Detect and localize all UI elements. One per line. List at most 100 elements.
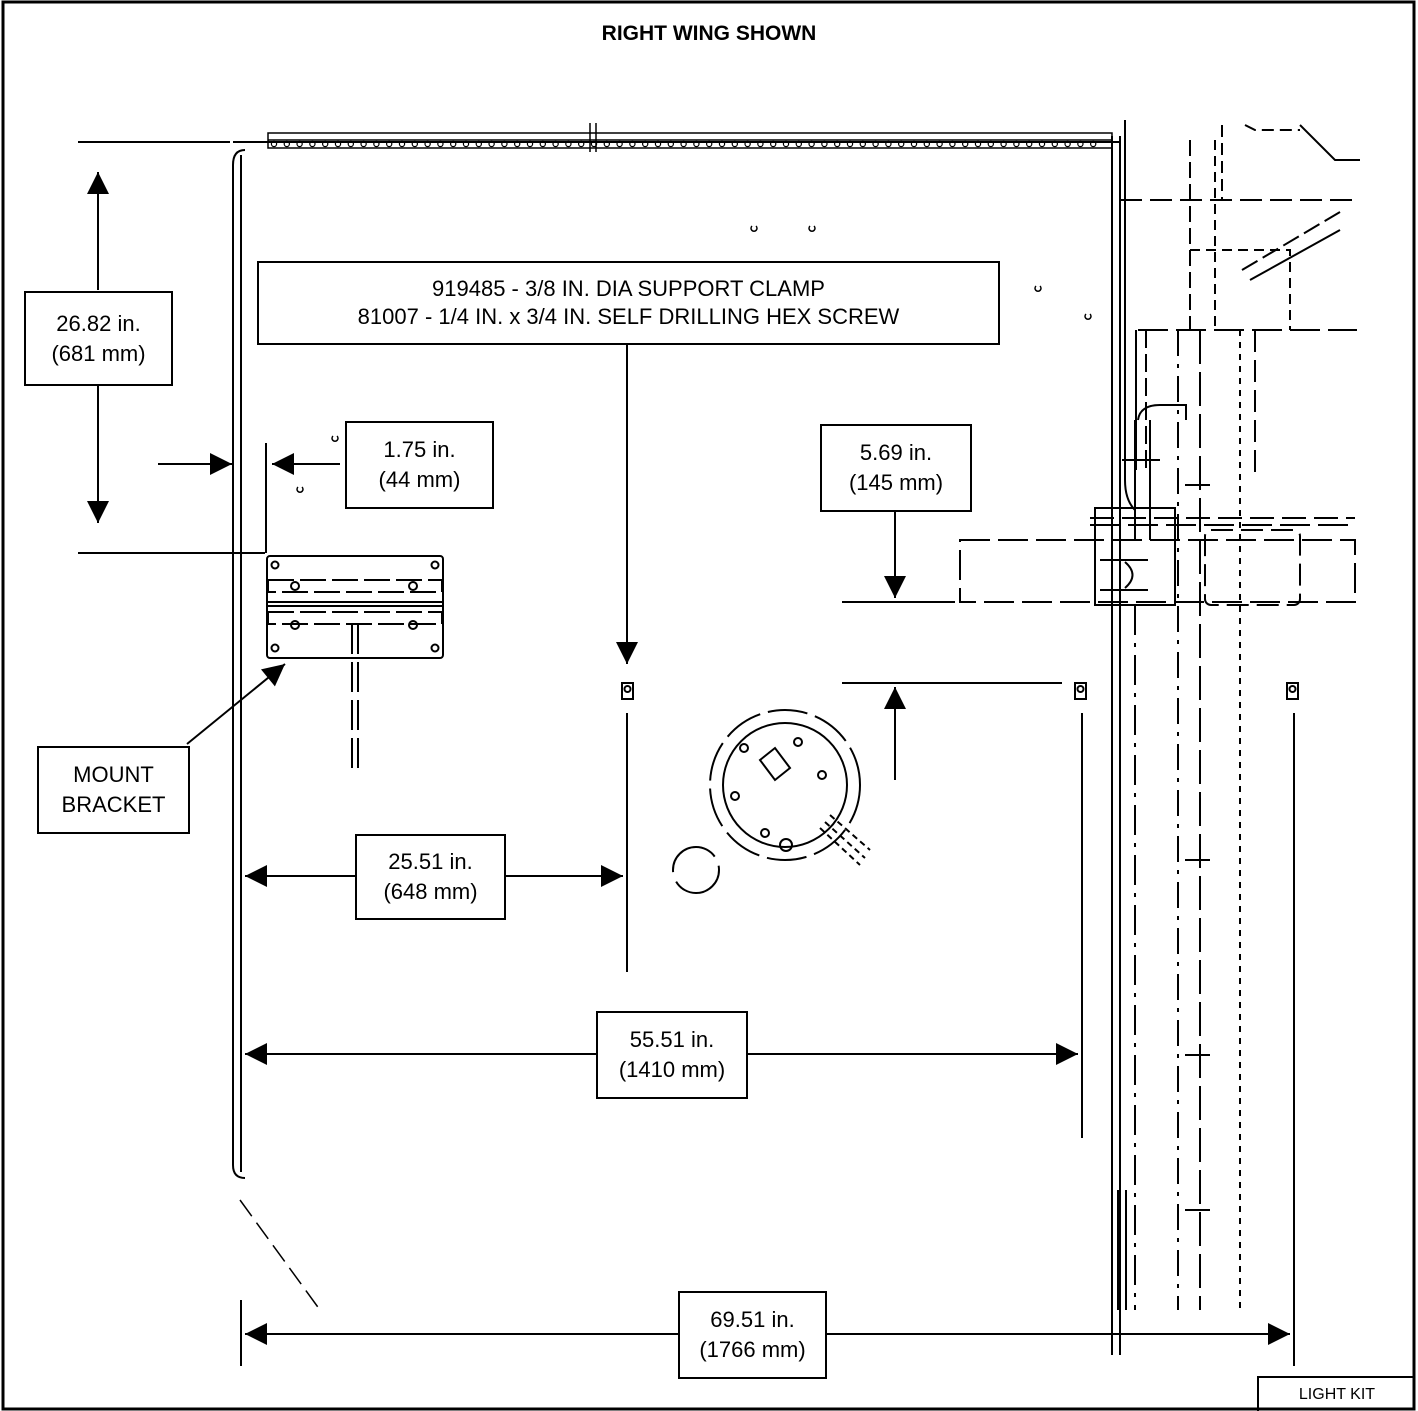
rail-hole xyxy=(552,140,559,148)
rail-hole xyxy=(603,140,611,148)
wing-panel-outline xyxy=(232,136,1121,1355)
rail-hole xyxy=(398,140,406,148)
rail-hole xyxy=(949,140,956,148)
rail-hole xyxy=(309,140,316,148)
rail-hole xyxy=(1051,140,1059,148)
dim-inches: 5.69 in. xyxy=(859,440,933,465)
dim-mm: (1766 mm) xyxy=(699,1337,806,1362)
dim-inches: 25.51 in. xyxy=(388,849,473,874)
rail-hole xyxy=(974,140,982,148)
callout-line-screw: 81007 - 1/4 IN. x 3/4 IN. SELF DRILLING … xyxy=(357,304,900,329)
rail-hole xyxy=(795,140,803,148)
rail-hole xyxy=(923,140,931,148)
rail-hole xyxy=(437,140,444,148)
screw-marks xyxy=(296,225,1092,493)
rail-hole xyxy=(910,140,918,148)
dim-inches: 26.82 in. xyxy=(56,310,141,336)
rail-hole xyxy=(962,140,969,148)
rail-hole xyxy=(731,140,739,148)
rail-hole xyxy=(936,140,943,148)
rail-hole xyxy=(846,140,854,148)
rail-hole xyxy=(782,140,790,148)
rail-hole xyxy=(1064,140,1071,148)
rail-hole xyxy=(1077,140,1084,148)
dimension-lines xyxy=(78,141,1295,1366)
rail-hole xyxy=(654,140,662,148)
support-clamps xyxy=(621,682,1299,700)
rail-hole xyxy=(834,140,841,148)
rail-hole xyxy=(898,140,905,148)
rail-hole xyxy=(565,140,572,148)
rail-hole xyxy=(629,140,636,148)
rail-hole xyxy=(718,140,726,148)
dim-inches: 69.51 in. xyxy=(710,1307,795,1332)
rail-hole xyxy=(488,140,495,148)
callout-line-clamp: 919485 - 3/8 IN. DIA SUPPORT CLAMP xyxy=(432,276,825,301)
mount-bracket-drawing xyxy=(266,555,444,775)
rail-hole xyxy=(1089,140,1097,148)
dim-inches: 1.75 in. xyxy=(383,437,456,462)
dim-label-clamp-2: 55.51 in. (1410 mm) xyxy=(596,1011,748,1099)
rail-hole xyxy=(347,140,354,148)
dim-mm: (1410 mm) xyxy=(618,1057,726,1082)
rail-hole xyxy=(885,140,892,148)
mount-bracket-line2: BRACKET xyxy=(61,792,166,817)
rail-hole xyxy=(808,140,815,148)
kit-tag: LIGHT KIT xyxy=(1257,1376,1415,1411)
dim-inches: 55.51 in. xyxy=(629,1027,715,1052)
dim-label-offset-bracket: 1.75 in. (44 mm) xyxy=(345,421,494,509)
rail-hole xyxy=(1038,140,1046,148)
rail-hole xyxy=(1000,140,1007,148)
rail-hole xyxy=(770,140,777,148)
dim-label-offset-vertical: 5.69 in. (145 mm) xyxy=(820,424,972,512)
light-fixture xyxy=(672,709,871,894)
rail-hole xyxy=(757,140,764,148)
rail-hole xyxy=(706,140,713,148)
rail-hole xyxy=(667,140,675,148)
rail-hole xyxy=(424,140,431,148)
dim-mm: (44 mm) xyxy=(378,467,461,492)
rail-hole xyxy=(360,140,367,148)
rail-hole xyxy=(987,140,995,148)
rail-hole xyxy=(578,140,585,148)
rail-hole xyxy=(539,140,547,148)
top-rail xyxy=(267,123,1113,152)
rail-hole xyxy=(1025,140,1033,148)
panel-corner xyxy=(239,1199,321,1311)
rail-hole xyxy=(334,140,342,148)
vehicle-frame xyxy=(959,120,1360,1310)
dim-label-clamp-1: 25.51 in. (648 mm) xyxy=(355,834,506,920)
dim-mm: (145 mm) xyxy=(848,470,944,495)
rail-hole xyxy=(680,140,687,148)
rail-hole xyxy=(514,140,521,148)
rail-hole xyxy=(872,140,879,148)
rail-hole xyxy=(462,140,470,148)
rail-hole xyxy=(590,140,598,148)
rail-hole xyxy=(322,140,329,148)
rail-hole xyxy=(373,140,380,148)
rail-hole xyxy=(501,140,508,148)
dim-label-height-top: 26.82 in. (681 mm) xyxy=(24,291,173,386)
rail-hole xyxy=(411,140,418,148)
rail-hole xyxy=(642,140,649,148)
rail-hole xyxy=(859,140,867,148)
callout-parts: 919485 - 3/8 IN. DIA SUPPORT CLAMP 81007… xyxy=(257,261,1000,345)
rail-hole xyxy=(821,140,828,148)
dim-mm: (648 mm) xyxy=(383,879,478,904)
dim-label-clamp-3: 69.51 in. (1766 mm) xyxy=(678,1291,827,1379)
rail-hole xyxy=(450,140,457,148)
rail-hole xyxy=(270,140,278,148)
rail-hole xyxy=(693,140,700,148)
rail-hole xyxy=(526,140,534,148)
rail-hole xyxy=(296,140,303,148)
rail-hole xyxy=(475,140,482,148)
mount-bracket-line1: MOUNT xyxy=(73,762,154,787)
dim-mm: (681 mm) xyxy=(51,340,146,366)
rail-hole xyxy=(386,140,393,148)
drawing-title: RIGHT WING SHOWN xyxy=(601,22,817,45)
rail-hole xyxy=(1013,140,1020,148)
rail-hole xyxy=(283,140,290,148)
mount-bracket-label: MOUNT BRACKET xyxy=(37,746,190,834)
